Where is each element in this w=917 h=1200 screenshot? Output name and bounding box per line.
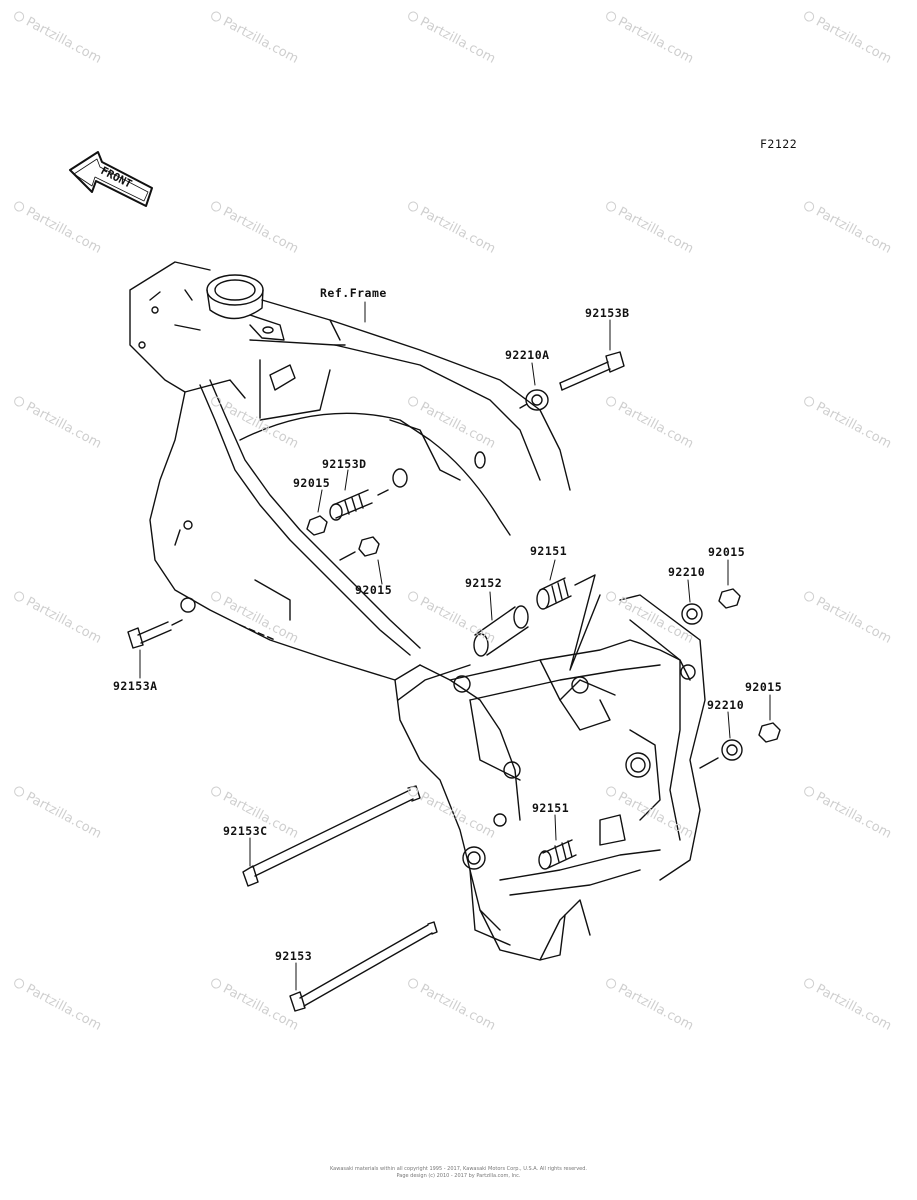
copyright-footer: Kawasaki materials within all copyright … bbox=[0, 1166, 917, 1180]
part-label-92153c[interactable]: 92153C bbox=[223, 824, 268, 838]
copyright-line: Kawasaki materials within all copyright … bbox=[329, 1166, 588, 1172]
part-label-92015[interactable]: 92015 bbox=[708, 545, 746, 559]
part-label-92210[interactable]: 92210 bbox=[707, 698, 745, 712]
diagram-code: F2122 bbox=[760, 137, 798, 151]
front-arrow-icon bbox=[69, 151, 153, 207]
part-label-92210[interactable]: 92210 bbox=[668, 565, 706, 579]
part-label-92210a[interactable]: 92210A bbox=[505, 348, 550, 362]
part-label-92153[interactable]: 92153 bbox=[275, 949, 313, 963]
part-label-92152[interactable]: 92152 bbox=[465, 576, 503, 590]
frame-drawing bbox=[129, 261, 706, 961]
part-label-92015[interactable]: 92015 bbox=[293, 476, 331, 490]
part-label-92015[interactable]: 92015 bbox=[745, 680, 783, 694]
part-label-92153d[interactable]: 92153D bbox=[322, 457, 367, 471]
front-label: FRONT bbox=[99, 164, 135, 191]
copyright-line: Page design (c) 2010 - 2017 by Partzilla… bbox=[396, 1173, 521, 1179]
part-label-92015[interactable]: 92015 bbox=[355, 583, 393, 597]
hardware-drawing bbox=[127, 351, 781, 1012]
part-label-92151[interactable]: 92151 bbox=[532, 801, 570, 815]
leader-lines bbox=[139, 301, 771, 991]
part-label-92153b[interactable]: 92153B bbox=[585, 306, 630, 320]
part-label-92153a[interactable]: 92153A bbox=[113, 679, 158, 693]
part-label-92151[interactable]: 92151 bbox=[530, 544, 568, 558]
ref-frame-label: Ref.Frame bbox=[320, 286, 387, 300]
